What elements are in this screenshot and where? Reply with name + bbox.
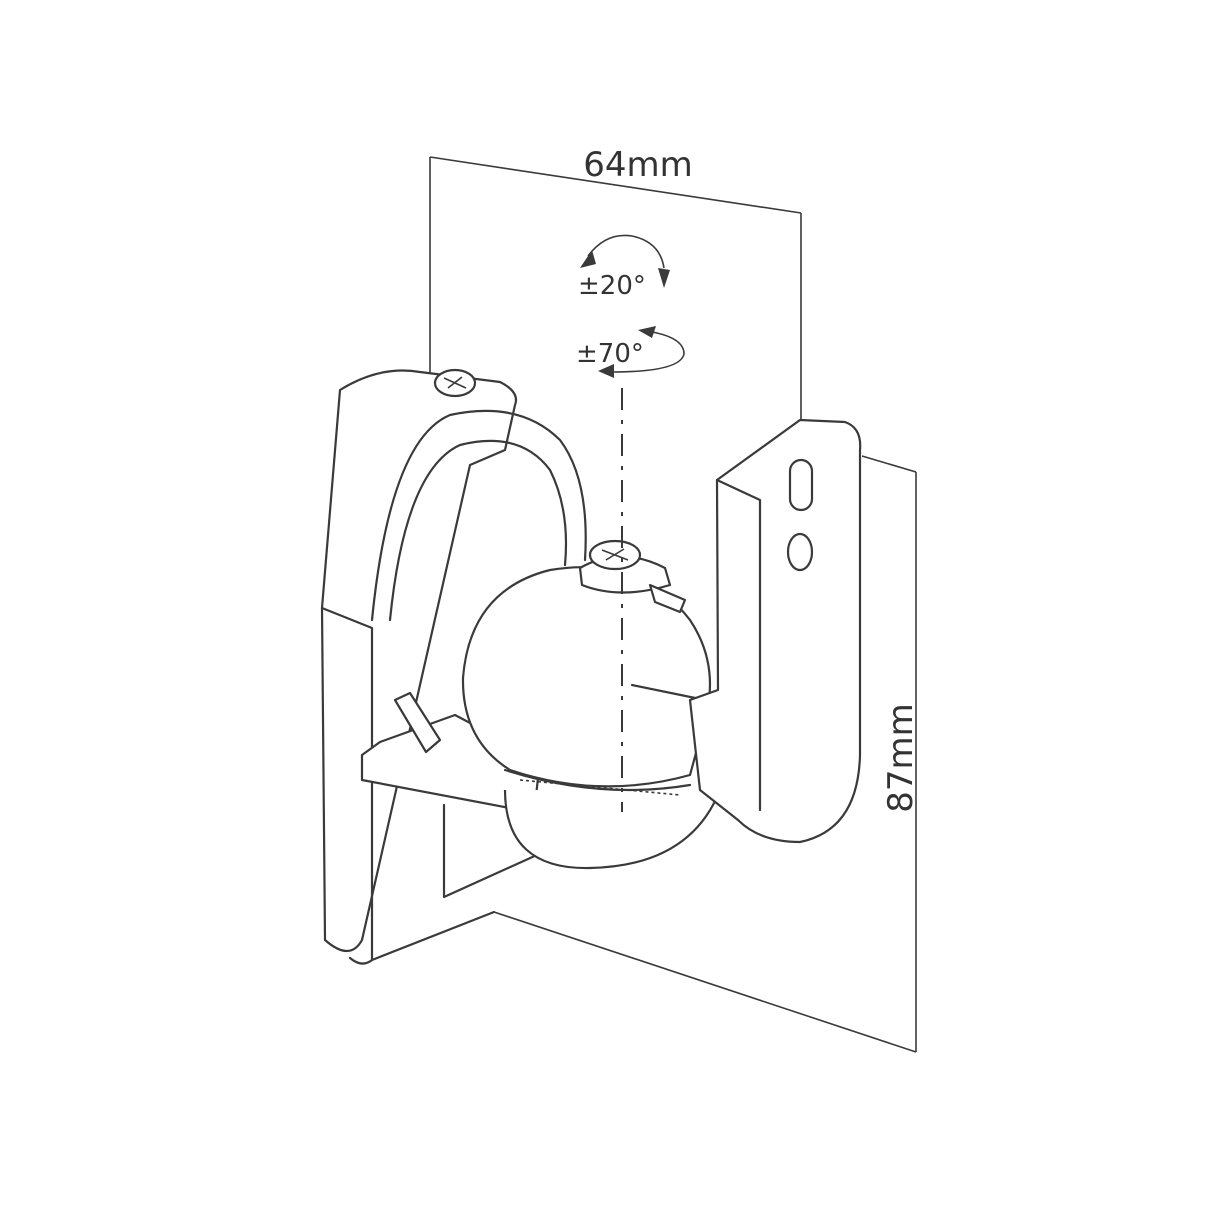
- ball-seam: [503, 768, 692, 792]
- swivel-arrowhead-right: [638, 326, 656, 338]
- plate-bottom-edge: [370, 910, 496, 962]
- tilt-arrowhead-left: [580, 250, 596, 268]
- ball-lower-hemisphere: [503, 789, 722, 870]
- tilt-arrowhead-right: [658, 268, 670, 288]
- clamp-tab: [393, 691, 442, 754]
- ball-screw-cross: [601, 548, 629, 561]
- height-extension-bottom: [493, 911, 917, 1053]
- ball-ridge: [519, 779, 681, 796]
- height-extension-top: [861, 455, 917, 473]
- ball-screw-latch: [648, 583, 687, 614]
- bracket-hole: [786, 532, 814, 572]
- wall-plate: [320, 369, 587, 965]
- ball-joint: [461, 566, 722, 870]
- arm-outer-curve: [370, 409, 587, 622]
- bracket-body: [688, 418, 862, 844]
- swivel-label: ±70°: [576, 339, 644, 369]
- tilt-label: ±20°: [578, 271, 646, 301]
- width-dimension-line: [429, 156, 802, 214]
- width-label: 64mm: [583, 145, 693, 185]
- plate-screw-icon: [433, 368, 477, 398]
- width-dimension: 64mm: [429, 145, 802, 420]
- tilt-arrow-icon: ±20°: [578, 234, 670, 301]
- plate-screw-cross: [443, 376, 467, 389]
- ball-screw-icon: [578, 539, 687, 614]
- bracket-slot: [788, 458, 814, 512]
- ball-upper-dome: [461, 566, 712, 788]
- arm-inner-curve: [388, 439, 568, 622]
- bracket-front-edge: [715, 478, 762, 812]
- tilt-arc: [587, 234, 665, 269]
- swivel-arc: [611, 331, 685, 373]
- plate-recess: [442, 803, 572, 899]
- swivel-arrow-icon: ±70°: [576, 326, 685, 378]
- speaker-bracket: [688, 418, 862, 844]
- height-dimension: 87mm: [493, 455, 921, 1053]
- swivel-arrowhead-left: [598, 364, 614, 378]
- height-label: 87mm: [881, 703, 921, 813]
- wall-plate-body: [320, 369, 518, 953]
